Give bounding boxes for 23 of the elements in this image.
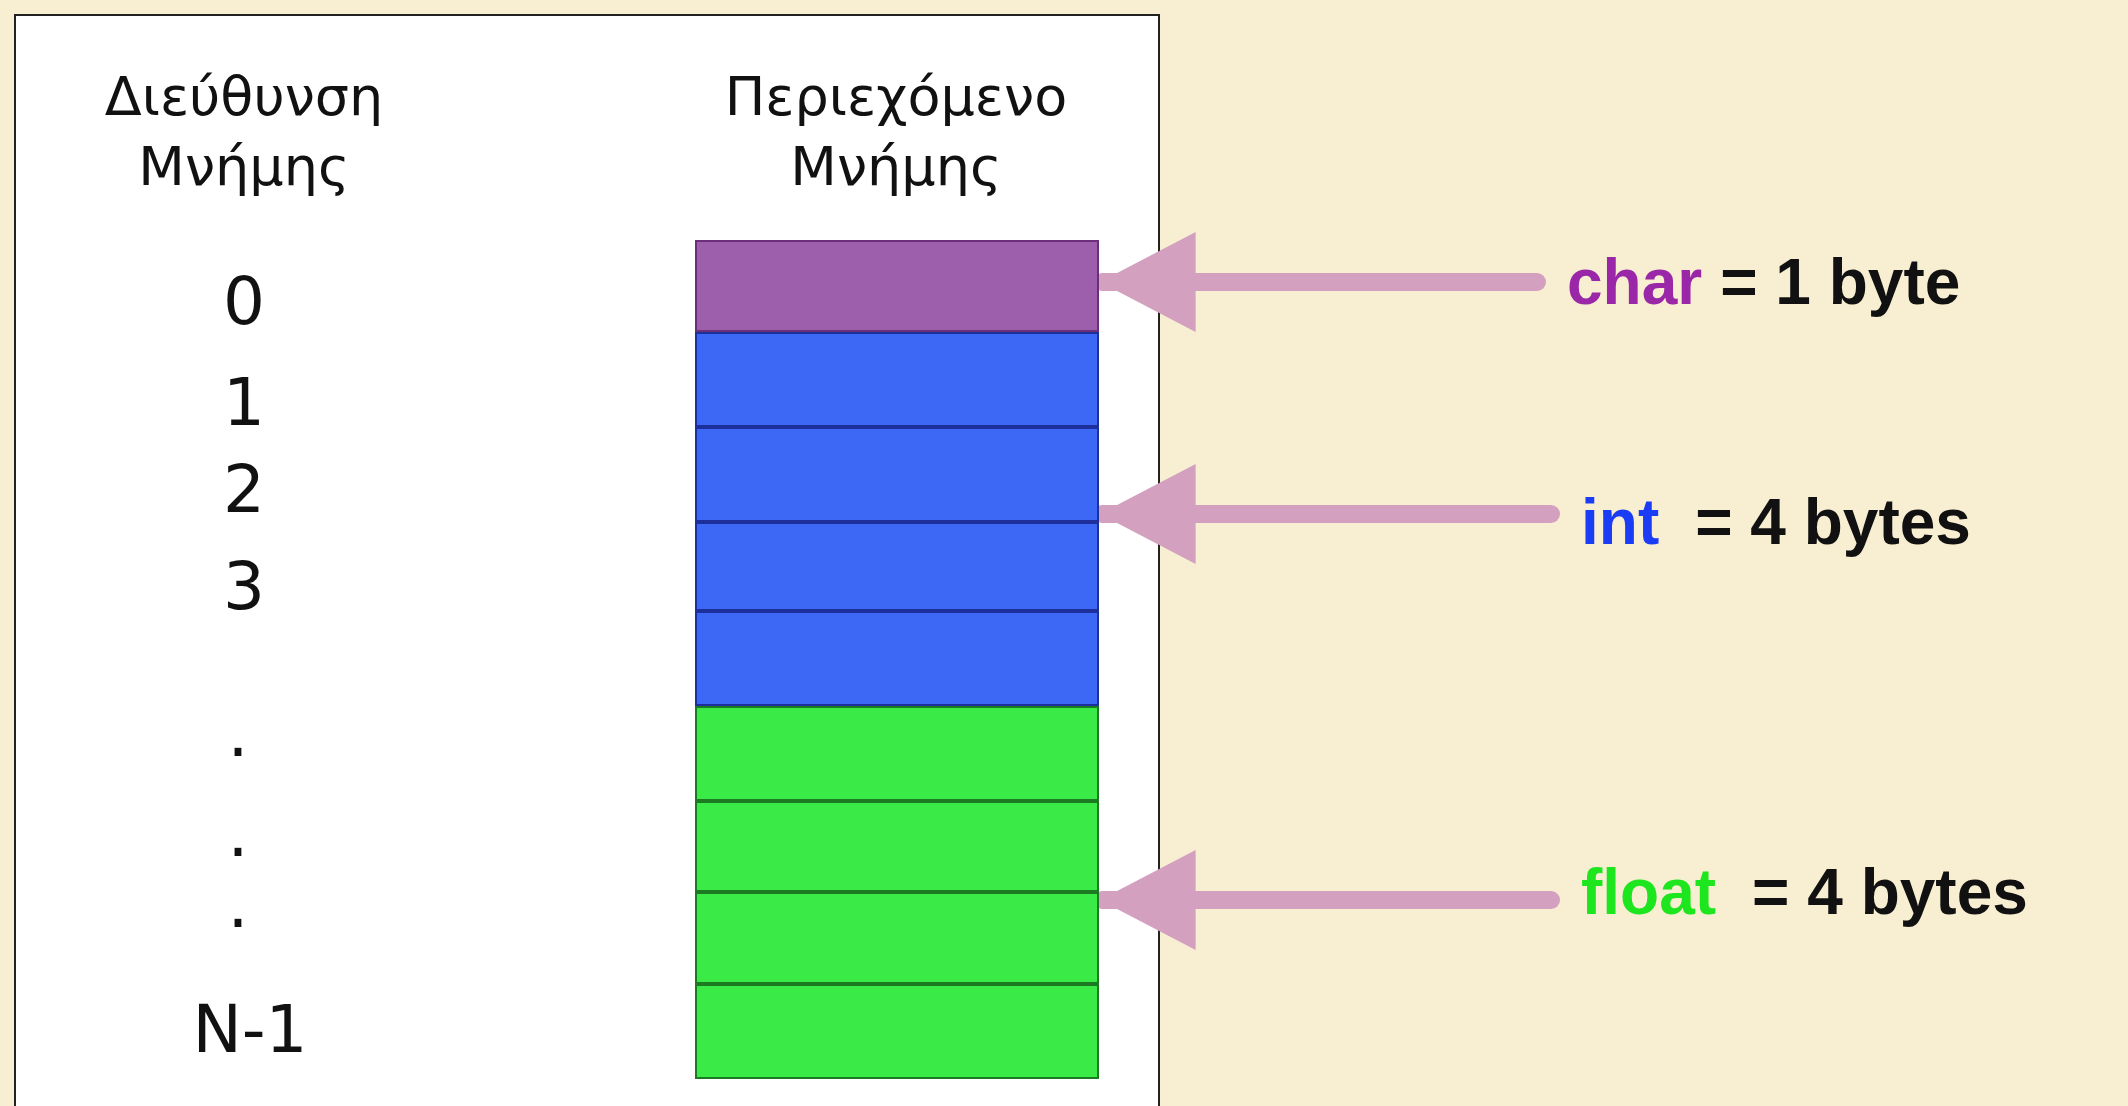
memory-cell — [695, 240, 1099, 332]
address-number: 3 — [223, 547, 265, 625]
size-text: = 4 bytes — [1695, 485, 1971, 559]
address-number: 2 — [223, 450, 265, 528]
memory-cell — [695, 801, 1099, 892]
address-number: 1 — [223, 363, 265, 441]
size-text: = 4 bytes — [1752, 855, 2028, 929]
memory-cell — [695, 427, 1099, 522]
type-name: char — [1567, 245, 1703, 319]
column-header: Περιεχόμενο Μνήμης — [723, 63, 1069, 200]
column-header: Διεύθυνση Μνήμης — [103, 63, 385, 200]
type-name: float — [1581, 855, 1717, 929]
memory-cell — [695, 332, 1099, 427]
memory-cell — [695, 892, 1099, 984]
memory-cell — [695, 522, 1099, 611]
ellipsis-dot: . — [227, 694, 249, 772]
size-text: = 1 byte — [1720, 245, 1961, 319]
type-name: int — [1581, 485, 1660, 559]
memory-cell — [695, 611, 1099, 706]
memory-cell — [695, 706, 1099, 801]
address-number: N-1 — [192, 990, 308, 1068]
address-number: 0 — [223, 262, 265, 340]
memory-cell — [695, 984, 1099, 1079]
